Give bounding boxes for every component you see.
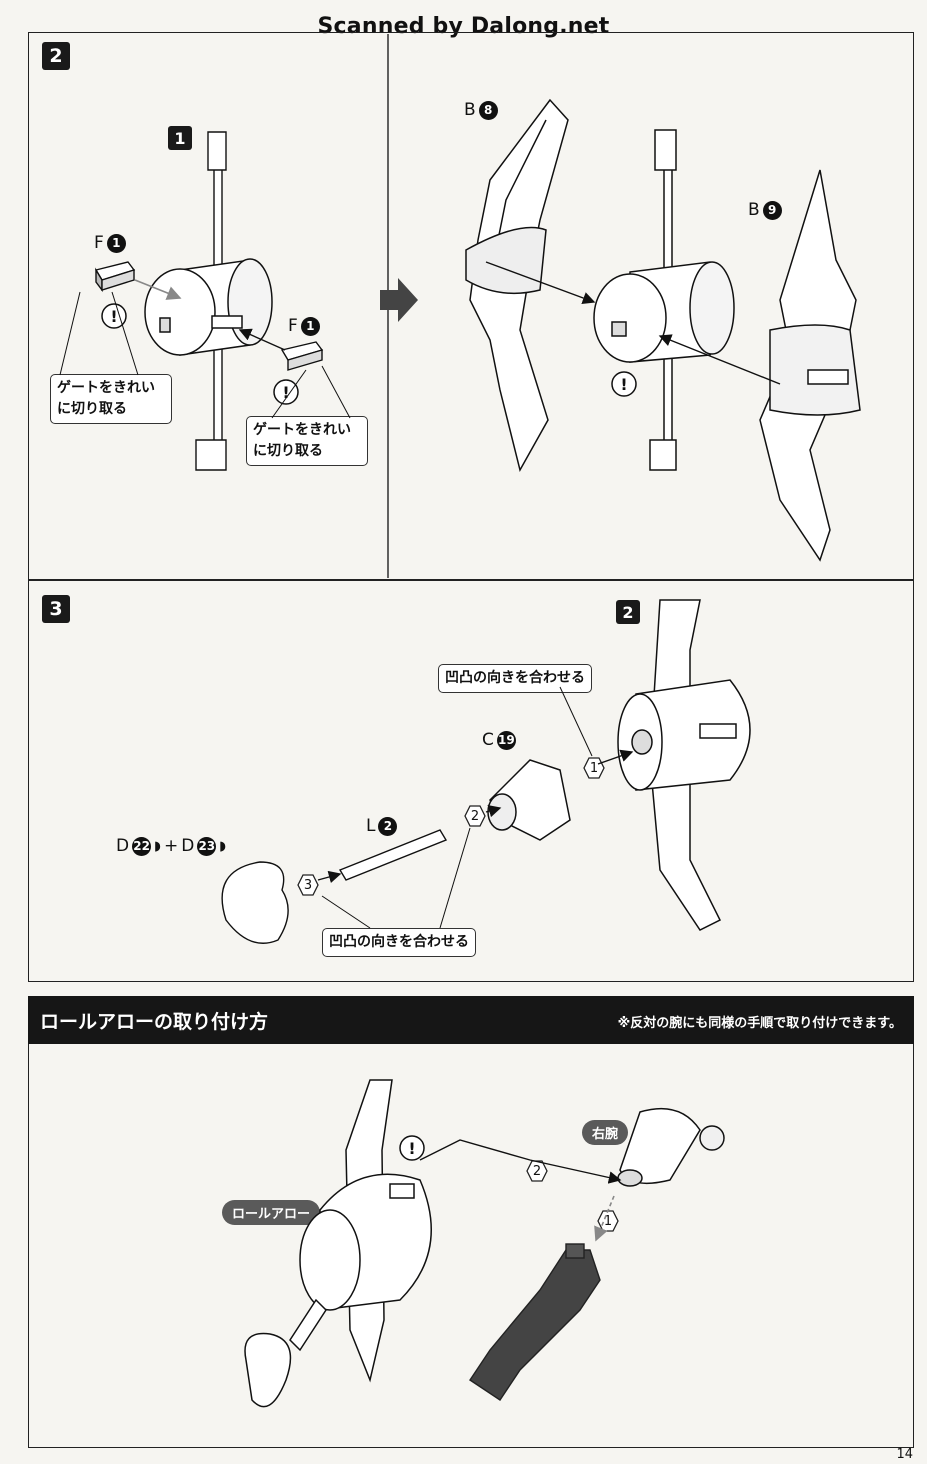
- wing-b9: [759, 169, 861, 562]
- order-marker-3: 3: [297, 874, 319, 896]
- step-2-number: 2: [42, 42, 70, 70]
- gate-trim-callout-left: ゲートをきれいに切り取る: [50, 374, 172, 424]
- section-title: ロールアローの取り付け方: [40, 1011, 269, 1033]
- roll-arrow-section-header: ロールアローの取り付け方 ※反対の腕にも同様の手順で取り付けできます。: [28, 996, 914, 1044]
- align-callout-top: 凹凸の向きを合わせる: [438, 664, 592, 693]
- step-3-panel: [28, 580, 914, 982]
- svg-text:!: !: [620, 375, 627, 394]
- caution-icon: !: [399, 1135, 425, 1161]
- step-1-reference-badge: 1: [168, 126, 192, 150]
- order-marker-2: 2: [526, 1160, 548, 1182]
- part-c19-cone: [487, 759, 571, 841]
- upper-arm-joint: [469, 1243, 601, 1401]
- roll-arrow-unit: [244, 1079, 432, 1408]
- roll-arrow-label: ロールアロー: [222, 1200, 321, 1225]
- caution-icon: !: [611, 371, 637, 397]
- cylinder-body: [144, 258, 273, 356]
- caution-icon: !: [101, 303, 127, 329]
- step-3-number: 3: [42, 595, 70, 623]
- watermark: Scanned by Dalong.net: [317, 14, 610, 39]
- wing-b8: [465, 98, 569, 473]
- page-number: 14: [896, 1447, 913, 1462]
- step-2-reference-badge: 2: [616, 600, 640, 624]
- caution-icon: !: [273, 379, 299, 405]
- ball-joint-icon: ◗: [219, 838, 227, 854]
- align-callout-bottom: 凹凸の向きを合わせる: [322, 928, 476, 957]
- svg-text:!: !: [110, 307, 117, 326]
- assembled-bow: [617, 599, 751, 931]
- f1-part-right: [280, 341, 324, 371]
- f1-part-left: [94, 261, 136, 293]
- gate-trim-callout-right: ゲートをきれいに切り取る: [246, 416, 368, 466]
- roll-arrow-panel: [28, 1044, 914, 1448]
- next-arrow-icon: [380, 278, 418, 322]
- section-note: ※反対の腕にも同様の手順で取り付けできます。: [617, 1016, 902, 1031]
- part-l2-shaft: [338, 829, 448, 881]
- order-marker-2: 2: [464, 805, 486, 827]
- ball-joint-icon: ◗: [154, 838, 161, 854]
- svg-text:!: !: [408, 1139, 415, 1158]
- step-2-panel: [28, 32, 914, 580]
- cylinder-body-assembled: [593, 129, 735, 471]
- right-arm-label: 右腕: [582, 1120, 629, 1145]
- svg-text:!: !: [282, 383, 289, 402]
- heart-tip: [221, 861, 289, 944]
- right-forearm: [617, 1107, 725, 1187]
